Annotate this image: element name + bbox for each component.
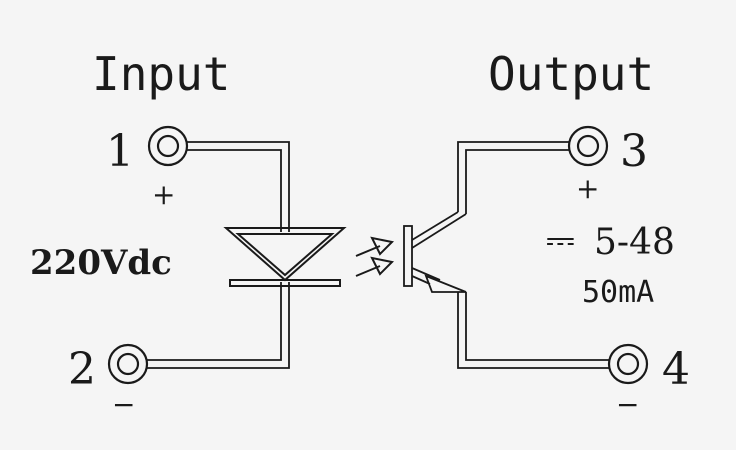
output-plus-sign: + — [576, 172, 599, 205]
dc-symbol: ⎓ — [546, 220, 575, 261]
output-title: Output — [488, 47, 654, 101]
terminal-2 — [107, 343, 149, 385]
pin-4-label: 4 — [662, 344, 690, 395]
output-voltage-label: 5-48 — [594, 222, 675, 263]
output-minus-sign: − — [616, 388, 639, 421]
input-voltage-label: 220Vdc — [30, 243, 172, 283]
terminal-3 — [567, 125, 609, 167]
pin-2-label: 2 — [68, 344, 96, 395]
terminal-4 — [607, 343, 649, 385]
input-wire-top — [187, 141, 290, 232]
input-wire-bottom — [147, 282, 290, 369]
led-diode-symbol — [223, 227, 347, 287]
input-minus-sign: − — [112, 388, 135, 421]
pin-3-label: 3 — [620, 126, 648, 177]
phototransistor-symbol — [403, 141, 609, 369]
input-title: Input — [92, 47, 230, 101]
light-emission-arrows — [355, 236, 395, 277]
pin-1-label: 1 — [106, 126, 134, 177]
terminal-1 — [147, 125, 189, 167]
output-current-label: 50mA — [582, 275, 654, 310]
input-plus-sign: + — [152, 178, 175, 211]
